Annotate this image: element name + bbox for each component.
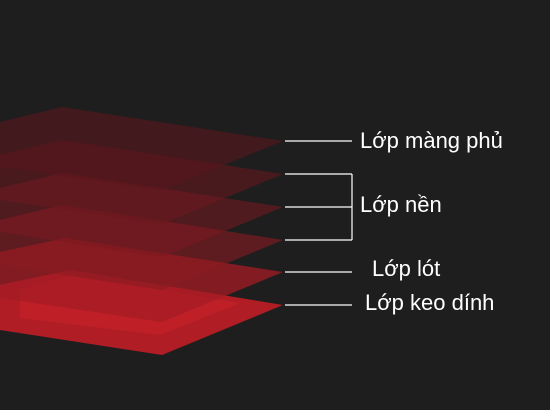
layer-sheets	[0, 107, 283, 355]
top-coat-label: Lớp màng phủ	[360, 128, 503, 153]
top-coat-layer-sheet	[0, 107, 283, 190]
leader-lines	[285, 140, 353, 306]
base-label: Lớp nền	[360, 192, 442, 217]
primer-label: Lớp lót	[372, 256, 440, 281]
adhesive-label: Lớp keo dính	[365, 290, 494, 315]
